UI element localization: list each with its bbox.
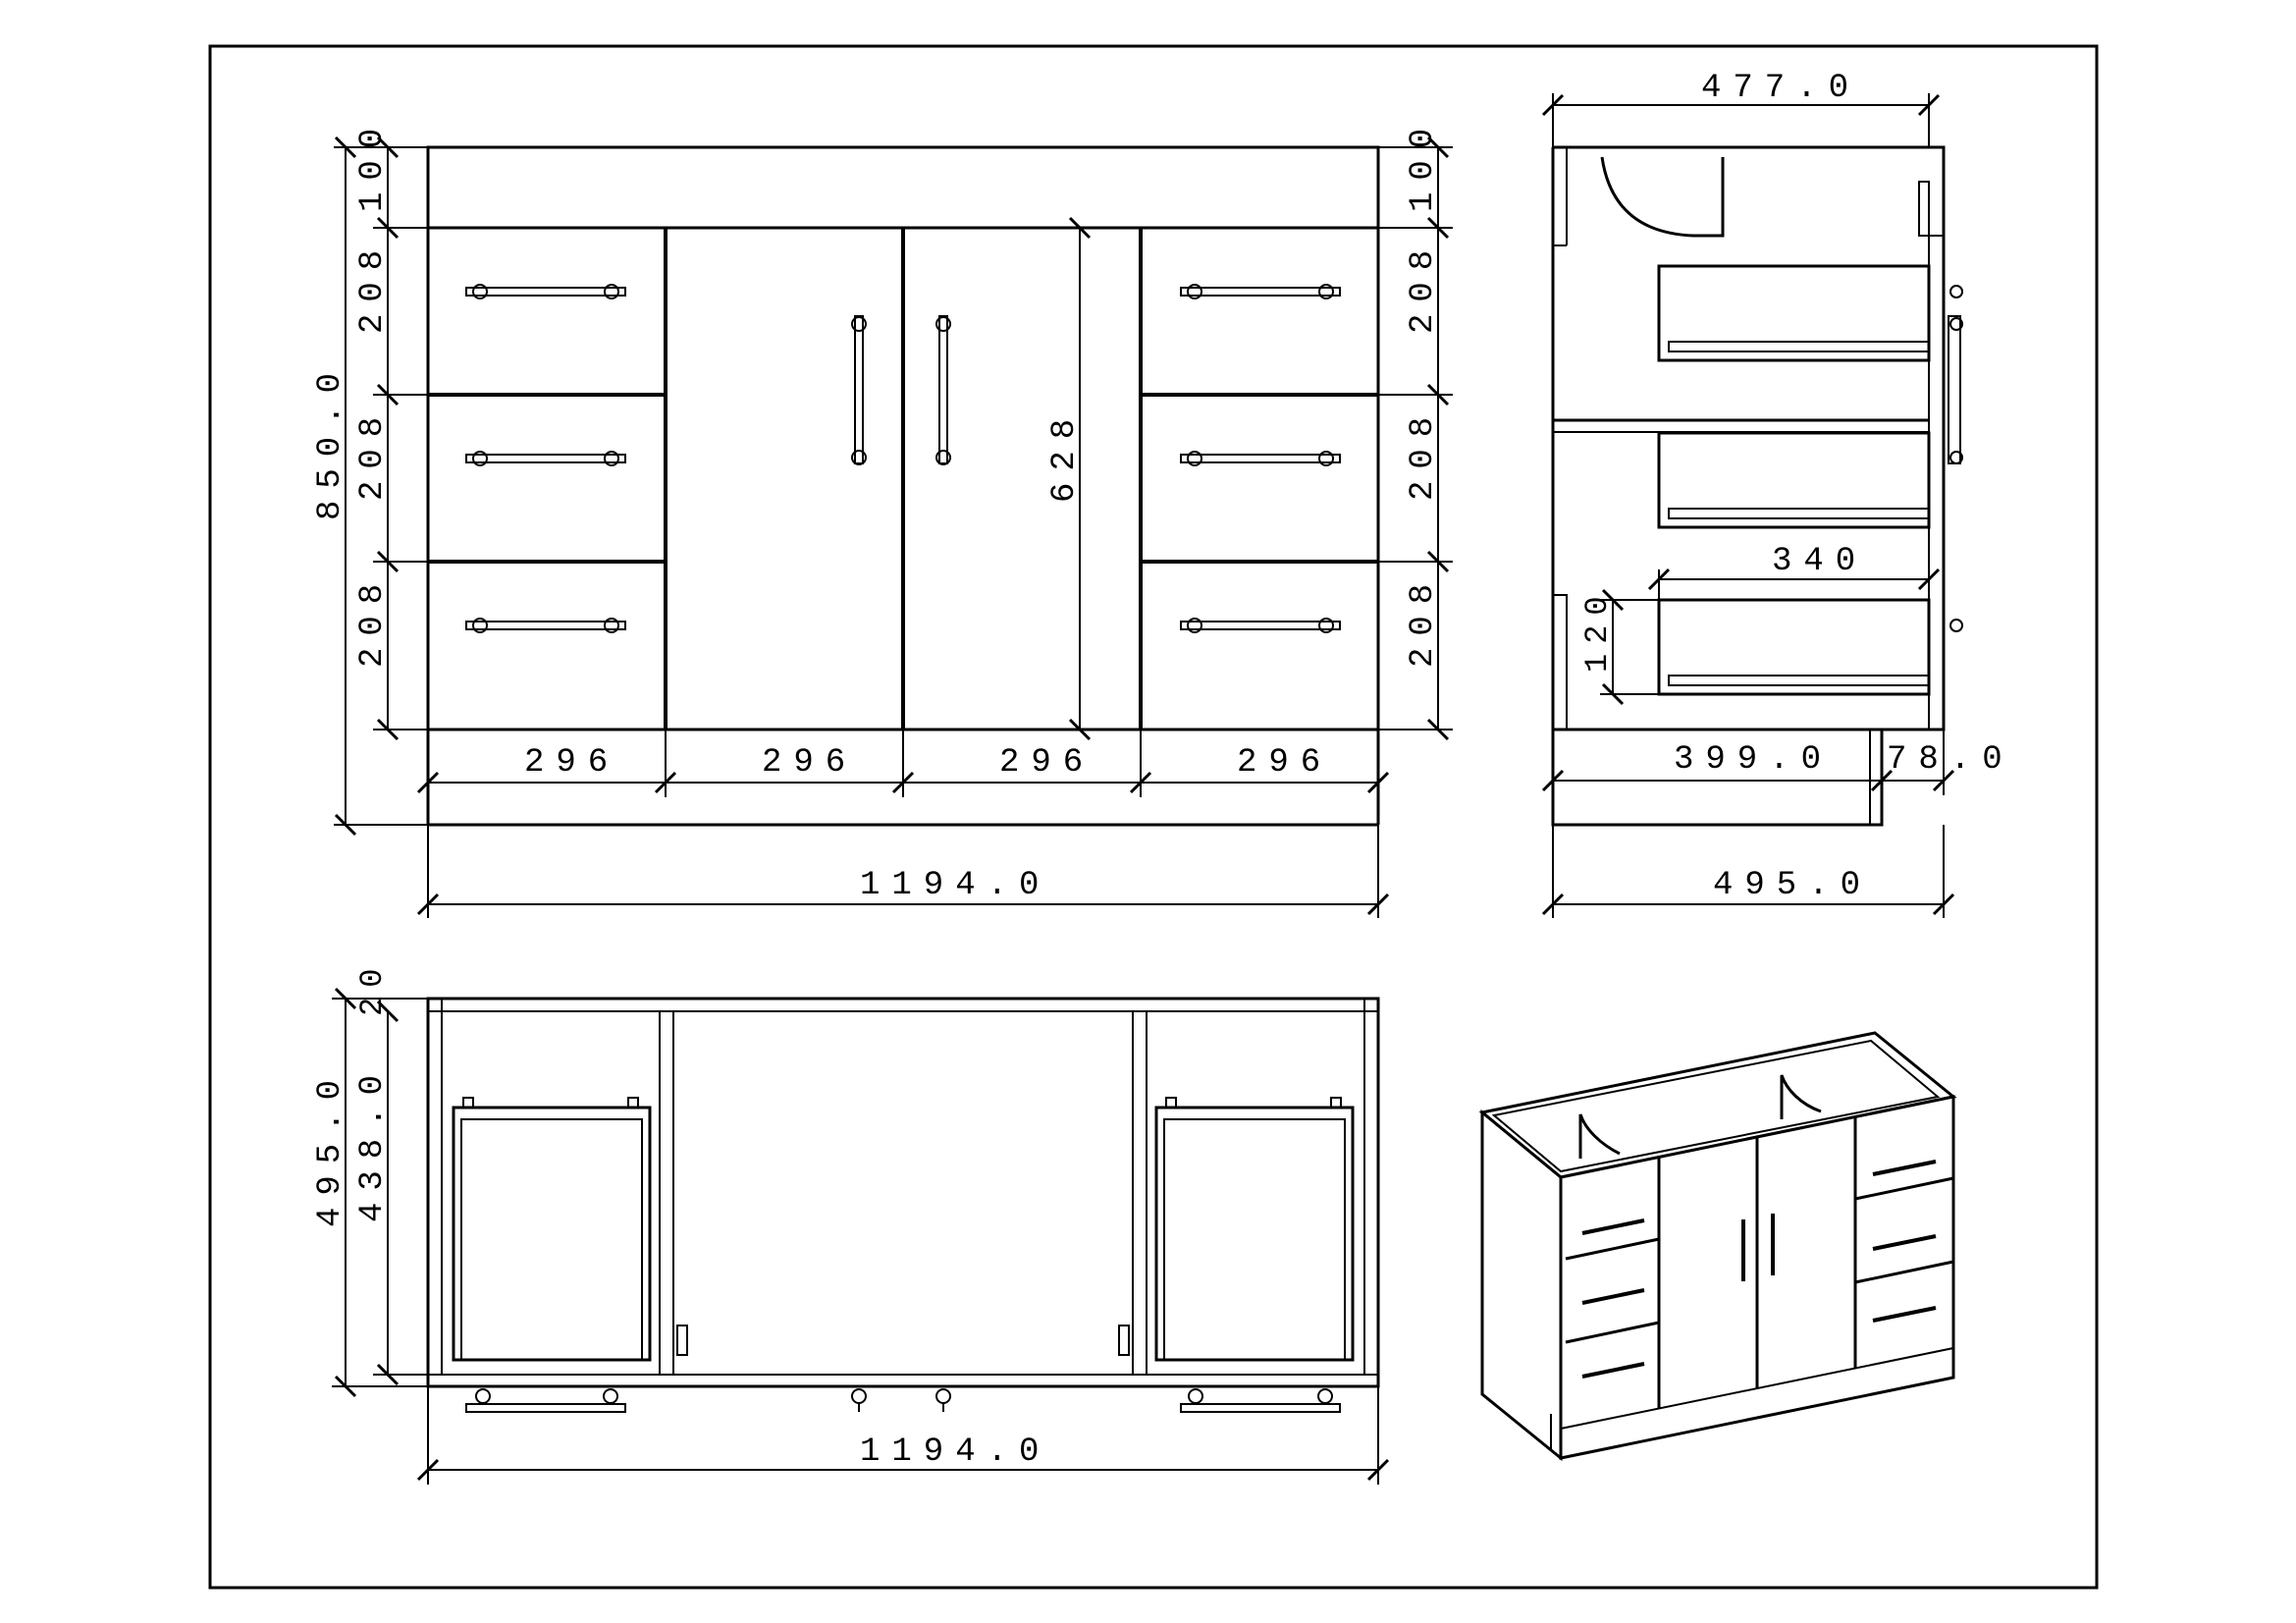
- dim-tick: [1366, 893, 1390, 916]
- side-drawer-box-1: [1657, 264, 1931, 362]
- side-drawer-box-3: [1657, 598, 1931, 696]
- plan-clip: [462, 1097, 474, 1109]
- side-back-slot: [1552, 594, 1568, 730]
- iso-drawer-handle-icon: [1581, 1288, 1645, 1305]
- dim-front-bay-3: 296: [999, 744, 1095, 782]
- side-drawer-box-2: [1657, 431, 1931, 529]
- dim-side-overall-depth: 495.0: [1713, 867, 1872, 904]
- side-front-stile: [1918, 181, 1930, 237]
- dim-side-top-depth: 477.0: [1701, 70, 1860, 107]
- plan-clip: [1330, 1097, 1342, 1109]
- plan-drawer-inner: [460, 1118, 643, 1361]
- plan-partition-right: [1132, 1010, 1148, 1376]
- iso-view: [1478, 1031, 1957, 1462]
- door-handle-icon: [935, 315, 951, 465]
- side-handle-icon: [1948, 285, 1963, 632]
- iso-drawer-handle-icon: [1581, 1362, 1645, 1379]
- plan-view: 495.0 438.0 20 1194.0: [312, 959, 1390, 1485]
- dim-front-drawer-right-2: 208: [1405, 406, 1442, 501]
- side-door-panel: [1928, 235, 1945, 730]
- dim-tick: [1068, 718, 1092, 741]
- iso-drawer-handle-icon: [1872, 1160, 1937, 1176]
- dim-tick: [416, 771, 440, 794]
- dim-front-width: 1194.0: [860, 867, 1050, 904]
- drawer-handle-icon: [1180, 618, 1341, 633]
- iso-plinth: [1560, 1346, 1954, 1460]
- dim-front-drawer-left-2: 208: [354, 406, 392, 501]
- dim-side-drawer-height: 120: [1579, 586, 1616, 673]
- dim-plan-width: 1194.0: [860, 1434, 1050, 1471]
- dim-front-drawer-right-1: 208: [1405, 239, 1442, 334]
- plan-door-knob-icon: [851, 1388, 951, 1412]
- side-drawer-bottom: [1668, 508, 1930, 519]
- dim-tick: [1541, 893, 1565, 916]
- drawer-handle-icon: [465, 284, 626, 299]
- iso-bracket-left: [1578, 1113, 1621, 1159]
- plan-outline: [426, 997, 1380, 1388]
- plan-clip: [627, 1097, 639, 1109]
- iso-drawer-sep: [1565, 1237, 1660, 1261]
- iso-drawer-handle-icon: [1872, 1234, 1937, 1251]
- front-view: 850.0 100 208 208 208 100 208 208 208 62…: [312, 117, 1453, 918]
- plan-drawer-left: [452, 1106, 652, 1362]
- dim-tick: [416, 893, 440, 916]
- plan-drawer-right: [1154, 1106, 1355, 1362]
- dim-front-height: 850.0: [312, 361, 349, 520]
- dim-front-top-rail-left: 100: [354, 117, 392, 212]
- dim-plan-depth: 495.0: [312, 1068, 349, 1227]
- side-plinth: [1551, 728, 1884, 827]
- dim-tick: [1068, 216, 1092, 240]
- iso-drawer-handle-icon: [1581, 1218, 1645, 1235]
- iso-drawer-handle-icon: [1872, 1306, 1937, 1323]
- side-view: 477.0 340 120 399.0 78.0 495.0: [1541, 70, 2014, 918]
- side-drawer-bottom: [1668, 675, 1930, 686]
- dim-tick: [1541, 769, 1565, 792]
- dim-front-bay-1: 296: [524, 744, 619, 782]
- plan-hinge: [1118, 1325, 1130, 1356]
- dim-tick: [1366, 771, 1390, 794]
- dim-front-bay-2: 296: [762, 744, 857, 782]
- dim-side-door-thickness: 78.0: [1887, 741, 2014, 779]
- dim-tick: [376, 1000, 400, 1023]
- plan-hinge: [676, 1325, 688, 1356]
- dim-tick: [416, 1458, 440, 1482]
- iso-bracket-right: [1780, 1074, 1822, 1119]
- dim-tick: [1917, 568, 1941, 591]
- iso-drawer-sep: [1565, 1321, 1660, 1344]
- dim-front-drawer-left-1: 208: [354, 239, 392, 334]
- dim-side-carcass-depth: 399.0: [1674, 741, 1833, 779]
- iso-drawer-sep: [1854, 1260, 1954, 1284]
- plan-handle-icon: [465, 1388, 626, 1413]
- dim-plan-back-panel: 20: [354, 959, 391, 1016]
- drawer-handle-icon: [1180, 451, 1341, 466]
- sheet-border: [208, 44, 2099, 1590]
- dim-tick: [1932, 893, 1955, 916]
- dim-front-door-height: 628: [1046, 407, 1084, 503]
- dim-side-drawer-depth: 340: [1772, 543, 1867, 580]
- dim-tick: [1366, 1458, 1390, 1482]
- drawer-handle-icon: [465, 618, 626, 633]
- plan-drawer-inner: [1163, 1118, 1346, 1361]
- dim-front-top-rail-right: 100: [1405, 117, 1442, 212]
- iso-top-inner: [1491, 1039, 1941, 1173]
- side-drawer-bottom: [1668, 341, 1930, 352]
- door-handle-icon: [851, 315, 867, 465]
- drawer-handle-icon: [1180, 284, 1341, 299]
- dim-front-bay-4: 296: [1237, 744, 1332, 782]
- drawer-handle-icon: [465, 451, 626, 466]
- plan-handle-icon: [1180, 1388, 1341, 1413]
- plan-clip: [1165, 1097, 1177, 1109]
- dim-front-drawer-left-3: 208: [354, 572, 392, 668]
- dim-front-drawer-right-3: 208: [1405, 572, 1442, 668]
- iso-drawer-sep: [1854, 1176, 1954, 1201]
- dim-plan-inner-depth: 438.0: [354, 1063, 392, 1222]
- plan-partition-left: [659, 1010, 674, 1376]
- side-bracket-curve: [1600, 156, 1725, 238]
